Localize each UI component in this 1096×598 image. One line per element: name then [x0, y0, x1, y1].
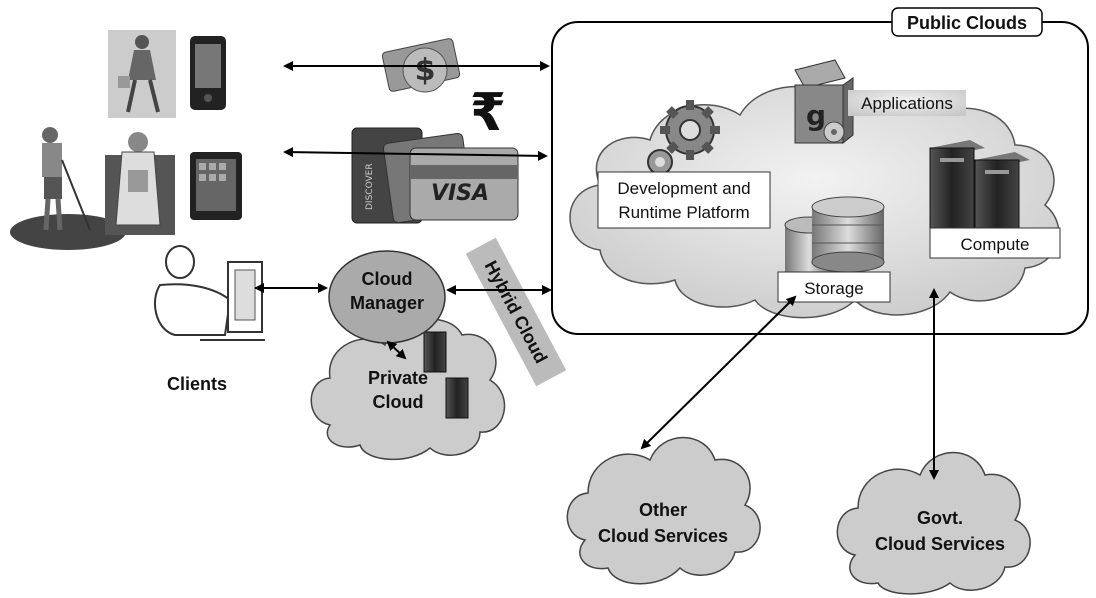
desktop-user-icon — [154, 245, 265, 341]
visa-text: VISA — [431, 181, 489, 206]
govt-services-label-line2: Cloud Services — [875, 534, 1005, 554]
database-icon — [784, 196, 885, 289]
arrow-storage-other — [640, 295, 797, 450]
private-cloud-label-line2: Cloud — [373, 392, 424, 412]
svg-text:g: g — [806, 99, 826, 132]
woman-walking-icon — [108, 30, 176, 118]
phone-icon — [190, 36, 226, 110]
dev-platform-label-line2: Runtime Platform — [618, 203, 749, 222]
private-cloud-shape — [310, 318, 506, 460]
govt-cloud-services-cloud — [836, 451, 1031, 595]
software-box-icon: g — [794, 59, 854, 145]
golfer-icon — [10, 127, 126, 250]
other-cloud-services-cloud — [566, 436, 761, 585]
rupee-symbol: ₹ — [470, 83, 506, 143]
other-services-label-line2: Cloud Services — [598, 526, 728, 546]
other-services-label-line1: Other — [639, 500, 687, 520]
compute-label: Compute — [961, 235, 1030, 254]
connector-arrows — [254, 61, 939, 480]
applications-label: Applications — [861, 94, 953, 113]
private-cloud-label-line1: Private — [368, 368, 428, 388]
private-servers-icon — [423, 331, 469, 419]
doctor-icon — [105, 132, 175, 235]
storage-label: Storage — [804, 279, 864, 298]
arrow-clients-middle — [283, 147, 548, 161]
public-clouds-title: Public Clouds — [907, 13, 1027, 33]
govt-services-label-line1: Govt. — [917, 508, 963, 528]
tablet-icon — [190, 152, 242, 220]
clients-label: Clients — [167, 374, 227, 394]
discover-text: DISCOVER — [365, 163, 375, 210]
dollar-symbol: $ — [415, 53, 436, 88]
arrow-manager-private — [386, 340, 407, 360]
gears-icon — [647, 100, 720, 175]
cloud-manager-label-line1: Cloud — [362, 269, 413, 289]
server-icon — [929, 140, 1030, 239]
dev-platform-label-line1: Development and — [617, 179, 750, 198]
cloud-manager-label-line2: Manager — [350, 293, 424, 313]
